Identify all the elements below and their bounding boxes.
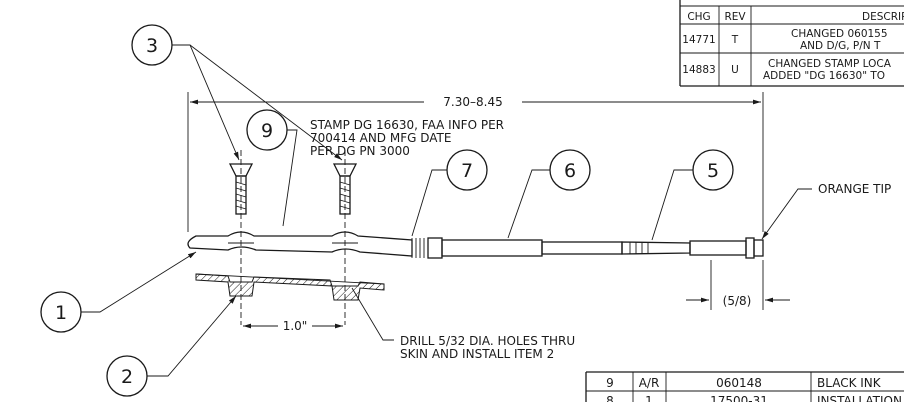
rev-header-descrip: DESCRIP — [862, 11, 904, 23]
orange-tip-shape — [753, 239, 764, 257]
svg-text:3: 3 — [146, 35, 158, 57]
stamp-note-line2: 700414 AND MFG DATE — [310, 131, 451, 145]
drill-note: DRILL 5/32 DIA. HOLES THRU SKIN AND INST… — [351, 287, 575, 361]
svg-text:7: 7 — [461, 160, 473, 182]
parts-list-row: 9 A/R 060148 BLACK INK — [606, 376, 882, 390]
antenna-base — [187, 231, 429, 258]
balloon-item-2: 2 — [106, 295, 237, 397]
antenna-tip — [621, 237, 764, 259]
rev-row-desc-line2: AND D/G, P/N T — [800, 40, 881, 52]
svg-text:6: 6 — [564, 160, 576, 182]
svg-text:A/R: A/R — [639, 376, 660, 390]
svg-text:17500-31: 17500-31 — [710, 394, 768, 402]
rev-header-chg: CHG — [687, 11, 710, 23]
svg-text:8: 8 — [606, 394, 614, 402]
svg-text:1: 1 — [645, 394, 653, 402]
drill-note-line1: DRILL 5/32 DIA. HOLES THRU — [400, 334, 575, 348]
rev-row-chg: 14883 — [682, 64, 715, 76]
stamp-note-line1: STAMP DG 16630, FAA INFO PER — [310, 118, 504, 132]
rev-row-desc-line1: CHANGED 060155 — [791, 28, 888, 40]
orange-tip-text: ORANGE TIP — [818, 182, 891, 196]
revision-table: CHG REV DESCRIP 14771 T CHANGED 060155 A… — [679, 0, 904, 87]
svg-text:INSTALLATION: INSTALLATION — [817, 394, 902, 402]
drill-note-line2: SKIN AND INSTALL ITEM 2 — [400, 347, 554, 361]
tip-length-dimension: (5/8) — [686, 260, 790, 310]
stamp-note-line3: PER DG PN 3000 — [310, 144, 410, 158]
balloon-item-3: 3 — [131, 24, 343, 161]
overall-length-text: 7.30–8.45 — [443, 95, 502, 109]
orange-tip-callout: ORANGE TIP — [761, 182, 891, 240]
svg-text:2: 2 — [121, 366, 133, 388]
skin-section — [195, 273, 385, 301]
hole-spacing-text: 1.0" — [283, 319, 308, 333]
svg-text:5: 5 — [707, 160, 719, 182]
svg-text:BLACK INK: BLACK INK — [817, 376, 882, 390]
parts-list-table: 9 A/R 060148 BLACK INK 8 1 17500-31 INST… — [585, 371, 904, 402]
hole-spacing-dimension: 1.0" — [243, 319, 343, 333]
rev-row-chg: 14771 — [682, 34, 715, 46]
balloon-item-7: 7 — [411, 149, 488, 237]
overall-length-dimension: 7.30–8.45 — [187, 92, 764, 232]
screw-right — [332, 150, 358, 325]
svg-text:1: 1 — [55, 302, 67, 324]
rev-row-desc-line2: ADDED "DG 16630" TO — [763, 70, 885, 82]
rev-row-rev: U — [731, 64, 739, 76]
svg-text:060148: 060148 — [716, 376, 762, 390]
balloon-item-5: 5 — [651, 149, 734, 241]
antenna-mast — [427, 237, 623, 259]
stamp-note: STAMP DG 16630, FAA INFO PER 700414 AND … — [310, 118, 504, 158]
svg-text:9: 9 — [606, 376, 614, 390]
rev-header-rev: REV — [724, 11, 746, 23]
balloon-item-6: 6 — [507, 149, 591, 239]
balloon-item-9: 9 — [246, 109, 298, 227]
balloon-item-1: 1 — [40, 251, 197, 333]
svg-text:9: 9 — [261, 120, 273, 142]
rev-row-desc-line1: CHANGED STAMP LOCA — [768, 58, 892, 70]
tip-length-text: (5/8) — [723, 294, 752, 308]
rev-row-rev: T — [731, 34, 739, 46]
parts-list-row: 8 1 17500-31 INSTALLATION — [606, 394, 902, 402]
